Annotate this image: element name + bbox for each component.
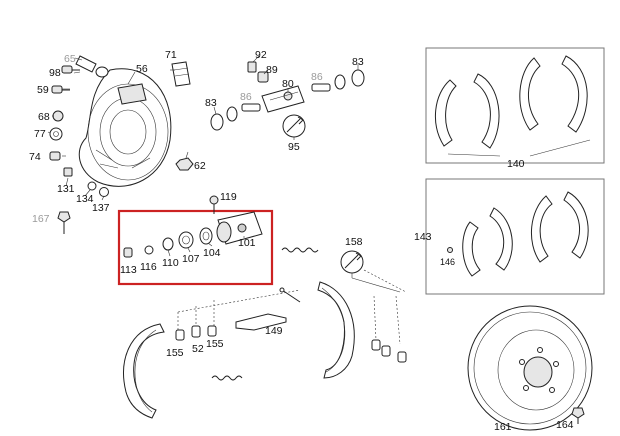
label-59: 59 [37,84,49,96]
label-140: 140 [507,158,525,170]
label-101: 101 [238,237,256,249]
bolt-98[interactable] [61,65,80,74]
label-134: 134 [76,193,94,205]
seal-83-left[interactable] [210,106,238,131]
label-110: 110 [162,257,179,269]
piston-107[interactable] [178,231,194,249]
bolt-119[interactable] [209,195,219,214]
washer-137[interactable] [99,187,109,197]
bolt-131[interactable] [63,167,73,177]
bleeder-92[interactable] [247,61,257,73]
cap-113[interactable] [123,247,133,258]
repair-kit-95[interactable] [282,114,306,138]
shoe-set-box-140[interactable] [425,47,605,164]
label-149: 149 [265,325,283,337]
leader-lines-top [213,55,359,140]
adjuster-lever-149[interactable] [235,313,287,331]
highlight-box [117,209,274,286]
label-92: 92 [255,49,267,61]
label-107: 107 [182,253,200,265]
piston-86-left[interactable] [241,103,261,112]
spring-left[interactable] [281,247,319,253]
label-68: 68 [38,111,50,123]
brake-drum-161[interactable] [467,305,593,431]
label-161: 161 [494,421,512,433]
spring-lower[interactable] [211,375,243,381]
wheel-cylinder-80[interactable] [261,85,305,113]
cup-52[interactable] [191,325,201,338]
label-167: 167 [32,213,50,225]
label-80: 80 [282,78,294,90]
label-56: 56 [136,63,148,75]
label-65: 65 [64,53,76,65]
label-62: 62 [194,160,206,172]
label-104: 104 [203,247,221,259]
brake-shoe-left[interactable] [123,323,165,419]
washer-116[interactable] [144,245,154,255]
label-131: 131 [57,183,75,195]
label-155-left: 155 [166,347,184,359]
label-116: 116 [140,261,157,273]
label-155-right: 155 [206,338,224,350]
washer-77[interactable] [49,127,63,141]
label-83-right: 83 [352,56,364,68]
right-hold-down-parts[interactable] [371,339,407,363]
brake-shoe-right[interactable] [317,281,355,379]
bolt-74[interactable] [49,151,61,161]
bolt-59[interactable] [51,85,70,94]
bracket-71[interactable] [171,61,191,87]
label-89: 89 [266,64,278,76]
piston-86-right[interactable] [311,83,331,92]
pin-rod[interactable] [279,287,301,303]
label-86-right: 86 [311,71,323,83]
dashed-assembly-lines [177,269,407,345]
pin-65[interactable] [75,55,109,78]
nut-68[interactable] [52,110,64,122]
backing-plate-56[interactable] [78,68,172,187]
label-71: 71 [165,49,177,61]
seal-104[interactable] [199,227,213,245]
label-158: 158 [345,236,363,248]
washer-134[interactable] [87,181,97,191]
pin-155-right[interactable] [207,325,217,337]
cap-89[interactable] [257,71,269,83]
label-119: 119 [220,191,237,203]
label-98: 98 [49,67,61,79]
label-52: 52 [192,343,204,355]
leader-lines-kit [167,236,245,257]
pin-155-left[interactable] [175,329,185,341]
label-143: 143 [414,231,432,243]
shoe-set-box-143[interactable] [425,178,605,295]
spring-110[interactable] [162,237,174,251]
label-86-left: 86 [240,91,252,103]
leader-lines-left [47,57,189,201]
bolt-167[interactable] [57,211,71,234]
wheel-cylinder-101[interactable] [216,211,263,245]
label-164: 164 [556,419,574,431]
label-77: 77 [34,128,46,140]
label-146: 146 [440,257,455,267]
part-labels: 65 71 98 56 59 68 77 74 62 131 134 137 1… [29,49,574,433]
label-95: 95 [288,141,300,153]
label-83-left: 83 [205,97,217,109]
label-137: 137 [92,202,110,214]
label-113: 113 [120,264,137,276]
label-74: 74 [29,151,41,163]
seal-83-right[interactable] [334,69,365,90]
screw-164[interactable] [571,407,585,424]
spring-158-set[interactable] [340,250,401,293]
nut-62[interactable] [175,157,194,171]
